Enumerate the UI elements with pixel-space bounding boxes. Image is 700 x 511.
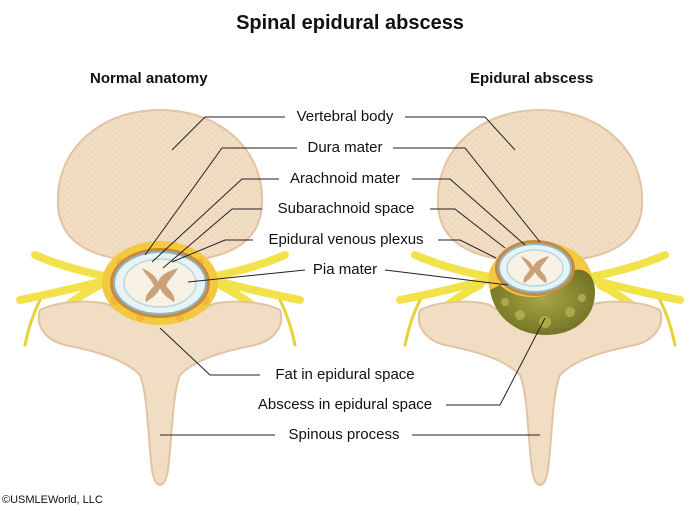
leader-lines bbox=[144, 116, 546, 436]
left-vertebral-body bbox=[56, 108, 264, 264]
left-panel-title: Normal anatomy bbox=[90, 70, 208, 87]
label-arachnoid-mater: Arachnoid mater bbox=[289, 170, 401, 187]
copyright-notice: ©USMLEWorld, LLC bbox=[2, 494, 103, 506]
right-vertebral-body bbox=[436, 108, 644, 264]
left-gray-matter bbox=[142, 268, 178, 302]
right-panel-title: Epidural abscess bbox=[470, 70, 594, 87]
left-vertebral-arch bbox=[37, 300, 283, 486]
right-gray-matter bbox=[521, 256, 549, 283]
right-vertebra bbox=[396, 108, 684, 486]
label-vertebral-body: Vertebral body bbox=[296, 108, 394, 125]
left-vertebra bbox=[16, 108, 304, 486]
label-pia-mater: Pia mater bbox=[312, 261, 378, 278]
label-abscess-in-epidural-space: Abscess in epidural space bbox=[257, 396, 433, 413]
label-epidural-venous-plexus: Epidural venous plexus bbox=[268, 231, 424, 248]
diagram-title: Spinal epidural abscess bbox=[236, 12, 464, 34]
label-subarachnoid-space: Subarachnoid space bbox=[277, 200, 415, 217]
label-spinous-process: Spinous process bbox=[288, 426, 400, 443]
label-fat-in-epidural-space: Fat in epidural space bbox=[275, 366, 415, 383]
right-epidural-abscess bbox=[490, 269, 595, 335]
label-dura-mater: Dura mater bbox=[307, 139, 383, 156]
